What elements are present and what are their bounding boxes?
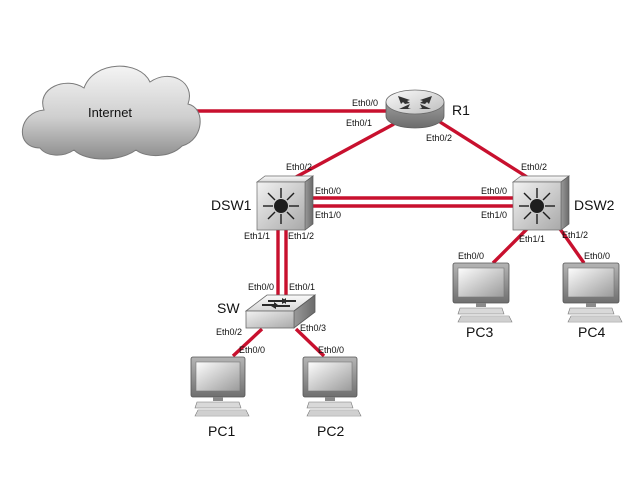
sw-label: SW bbox=[217, 300, 240, 316]
switch-sw[interactable]: SW Eth0/0 Eth0/1 Eth0/2 Eth0/3 bbox=[216, 282, 326, 337]
dsw2-port-eth0-2: Eth0/2 bbox=[521, 162, 547, 172]
switch-icon bbox=[244, 294, 317, 329]
dsw1-label: DSW1 bbox=[211, 197, 252, 213]
router-icon bbox=[385, 89, 445, 129]
dsw1-port-eth1-1: Eth1/1 bbox=[244, 231, 270, 241]
pc2-label: PC2 bbox=[317, 423, 344, 439]
dsw2-port-eth1-2: Eth1/2 bbox=[562, 230, 588, 240]
dsw1-port-eth1-2: Eth1/2 bbox=[288, 231, 314, 241]
links bbox=[190, 109, 586, 358]
link-r1-dsw2[interactable] bbox=[439, 120, 528, 179]
link-sw-pc2[interactable] bbox=[294, 327, 326, 358]
dsw2-port-eth1-0: Eth1/0 bbox=[481, 210, 507, 220]
dsw1[interactable]: DSW1 Eth0/2 Eth0/0 Eth1/0 Eth1/1 Eth1/2 bbox=[211, 162, 341, 241]
pc2-port-eth0-0: Eth0/0 bbox=[318, 345, 344, 355]
pc1-label: PC1 bbox=[208, 423, 235, 439]
pc-icon bbox=[302, 356, 362, 417]
multilayer-switch-icon bbox=[511, 175, 571, 231]
pc1[interactable]: PC1 Eth0/0 bbox=[190, 345, 265, 439]
dsw1-port-eth1-0: Eth1/0 bbox=[315, 210, 341, 220]
pc1-port-eth0-0: Eth0/0 bbox=[239, 345, 265, 355]
internet-label: Internet bbox=[88, 105, 132, 120]
r1-port-eth0-0: Eth0/0 bbox=[352, 98, 378, 108]
pc4-label: PC4 bbox=[578, 324, 605, 340]
sw-port-eth0-2: Eth0/2 bbox=[216, 327, 242, 337]
sw-port-eth0-0: Eth0/0 bbox=[248, 282, 274, 292]
sw-port-eth0-3: Eth0/3 bbox=[300, 323, 326, 333]
r1-port-eth0-2: Eth0/2 bbox=[426, 133, 452, 143]
r1-label: R1 bbox=[452, 102, 470, 118]
link-dsw2-pc3[interactable] bbox=[491, 224, 532, 265]
router-r1[interactable]: R1 Eth0/0 Eth0/1 Eth0/2 bbox=[346, 89, 470, 143]
pc-icon bbox=[562, 262, 623, 323]
sw-port-eth0-1: Eth0/1 bbox=[289, 282, 315, 292]
dsw1-port-eth0-2: Eth0/2 bbox=[286, 162, 312, 172]
pc2[interactable]: PC2 Eth0/0 bbox=[302, 345, 362, 439]
pc3-label: PC3 bbox=[466, 324, 493, 340]
dsw1-port-eth0-0: Eth0/0 bbox=[315, 186, 341, 196]
multilayer-switch-icon bbox=[255, 175, 315, 231]
r1-port-eth0-1: Eth0/1 bbox=[346, 118, 372, 128]
link-sw-pc1[interactable] bbox=[231, 327, 264, 358]
pc-icon bbox=[452, 262, 513, 323]
pc3[interactable]: PC3 Eth0/0 bbox=[452, 251, 513, 340]
cloud-icon bbox=[22, 65, 201, 160]
pc-icon bbox=[190, 356, 250, 417]
pc4[interactable]: PC4 Eth0/0 bbox=[562, 251, 623, 340]
dsw2-port-eth1-1: Eth1/1 bbox=[519, 234, 545, 244]
dsw2[interactable]: DSW2 Eth0/2 Eth0/0 Eth1/0 Eth1/1 Eth1/2 bbox=[481, 162, 615, 244]
pc3-port-eth0-0: Eth0/0 bbox=[458, 251, 484, 261]
link-r1-dsw1[interactable] bbox=[295, 122, 395, 179]
dsw2-label: DSW2 bbox=[574, 197, 615, 213]
pc4-port-eth0-0: Eth0/0 bbox=[584, 251, 610, 261]
internet-cloud[interactable]: Internet bbox=[22, 65, 201, 160]
dsw2-port-eth0-0: Eth0/0 bbox=[481, 186, 507, 196]
link-dsw2-pc4[interactable] bbox=[556, 225, 586, 264]
